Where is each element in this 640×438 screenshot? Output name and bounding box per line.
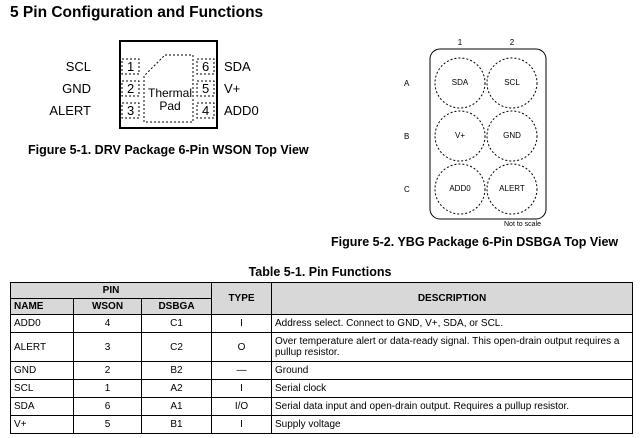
ball-label-a1: SDA xyxy=(451,78,469,87)
ball-c1 xyxy=(434,163,486,215)
wson-pin-num-left-2: 2 xyxy=(127,81,135,96)
dsbga-outline xyxy=(429,48,547,220)
name-header: NAME xyxy=(10,298,74,315)
dsbga-package-diagram: 1 2 A B C SDA SCL V+ GND ADD0 ALERT Not … xyxy=(396,34,556,232)
cell-name: SDA xyxy=(10,397,74,416)
cell-name: ADD0 xyxy=(10,314,74,333)
wson-outline xyxy=(119,40,218,129)
ball-label-b2: GND xyxy=(503,131,521,140)
dsbga-header: DSBGA xyxy=(141,298,212,315)
pin-box-2 xyxy=(121,80,140,97)
cell-dsbga: B2 xyxy=(141,361,212,380)
ball-b1 xyxy=(434,110,486,162)
cell-wson: 3 xyxy=(73,332,142,362)
cell-name: V+ xyxy=(10,415,74,434)
wson-pin-num-right-5: 5 xyxy=(202,81,210,96)
column-label-2: 2 xyxy=(509,38,515,47)
pin-box-6 xyxy=(196,58,215,75)
cell-name: GND xyxy=(10,361,74,380)
cell-description: Serial data input and open-drain output.… xyxy=(271,397,633,416)
pin-box-4 xyxy=(196,102,215,119)
section-heading: 5 Pin Configuration and Functions xyxy=(10,4,264,21)
ball-c2 xyxy=(486,163,538,215)
column-label-1: 1 xyxy=(457,38,463,47)
cell-wson: 1 xyxy=(73,379,142,398)
cell-type: — xyxy=(211,361,272,380)
pin-functions-table: PIN TYPE DESCRIPTION NAME WSON DSBGA ADD… xyxy=(10,282,633,434)
wson-pin-name-left-1: SCL xyxy=(65,59,91,74)
not-to-scale-note: Not to scale xyxy=(504,221,541,228)
table-row: V+ 5 B1 I Supply voltage xyxy=(10,415,633,434)
cell-type: I xyxy=(211,415,272,434)
cell-wson: 6 xyxy=(73,397,142,416)
cell-description: Address select. Connect to GND, V+, SDA,… xyxy=(271,314,633,333)
pin-box-3 xyxy=(121,102,140,119)
cell-type: O xyxy=(211,332,272,362)
table-row: SDA 6 A1 I/O Serial data input and open-… xyxy=(10,397,633,416)
dsbga-body xyxy=(429,48,547,220)
cell-name: SCL xyxy=(10,379,74,398)
cell-description: Over temperature alert or data-ready sig… xyxy=(271,332,633,362)
wson-header: WSON xyxy=(73,298,142,315)
ball-label-c1: ADD0 xyxy=(449,184,471,193)
cell-description: Ground xyxy=(271,361,633,380)
wson-pin-num-left-3: 3 xyxy=(127,103,135,118)
ball-label-a2: SCL xyxy=(504,78,520,87)
wson-pin-name-right-6: SDA xyxy=(224,59,251,74)
ball-label-b1: V+ xyxy=(454,131,465,140)
cell-dsbga: A1 xyxy=(141,397,212,416)
wson-pin-name-left-3: ALERT xyxy=(49,103,91,118)
cell-dsbga: A2 xyxy=(141,379,212,398)
wson-pin-num-left-1: 1 xyxy=(127,59,135,74)
cell-description: Supply voltage xyxy=(271,415,633,434)
wson-pin-num-right-6: 6 xyxy=(202,59,210,74)
pin-box-5 xyxy=(196,80,215,97)
cell-type: I xyxy=(211,379,272,398)
ball-a1 xyxy=(434,57,486,109)
cell-type: I xyxy=(211,314,272,333)
table-caption: Table 5-1. Pin Functions xyxy=(248,265,392,279)
ball-b2 xyxy=(486,110,538,162)
description-header: DESCRIPTION xyxy=(271,282,633,315)
cell-wson: 5 xyxy=(73,415,142,434)
table-row: SCL 1 A2 I Serial clock xyxy=(10,379,633,398)
cell-type: I/O xyxy=(211,397,272,416)
row-label-b: B xyxy=(404,132,410,141)
figure-5-2-caption: Figure 5-2. YBG Package 6-Pin DSBGA Top … xyxy=(331,235,619,249)
table-row: GND 2 B2 — Ground xyxy=(10,361,633,380)
cell-dsbga: C2 xyxy=(141,332,212,362)
thermal-pad-label-line2: Pad xyxy=(159,99,181,113)
table-row: ALERT 3 C2 O Over temperature alert or d… xyxy=(10,332,633,362)
cell-wson: 2 xyxy=(73,361,142,380)
thermal-pad-label-line1: Thermal xyxy=(147,86,192,100)
wson-package-diagram: SCL GND ALERT 1 2 3 6 5 4 SDA V+ ADD0 Th… xyxy=(49,40,298,130)
ball-label-c2: ALERT xyxy=(499,184,525,193)
table-row: ADD0 4 C1 I Address select. Connect to G… xyxy=(10,314,633,333)
figure-5-1-caption: Figure 5-1. DRV Package 6-Pin WSON Top V… xyxy=(28,143,309,157)
wson-pin-name-left-2: GND xyxy=(62,81,91,96)
package-body xyxy=(119,40,218,129)
wson-pin-name-right-5: V+ xyxy=(224,81,241,96)
wson-pin-name-right-4: ADD0 xyxy=(224,103,259,118)
cell-name: ALERT xyxy=(10,332,74,362)
pin-box-1 xyxy=(121,58,140,75)
cell-description: Serial clock xyxy=(271,379,633,398)
pin-group-header: PIN xyxy=(10,282,212,299)
cell-dsbga: B1 xyxy=(141,415,212,434)
row-label-c: C xyxy=(404,185,410,194)
type-header: TYPE xyxy=(211,282,272,315)
cell-wson: 4 xyxy=(73,314,142,333)
cell-dsbga: C1 xyxy=(141,314,212,333)
wson-pin-num-right-4: 4 xyxy=(202,103,210,118)
ball-a2 xyxy=(486,57,538,109)
row-label-a: A xyxy=(404,79,410,88)
